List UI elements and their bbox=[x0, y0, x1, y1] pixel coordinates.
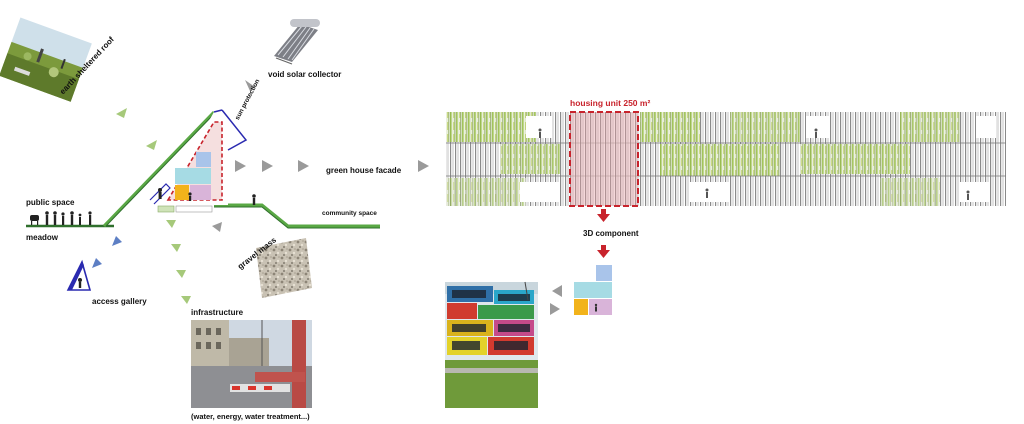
infrastructure-photo bbox=[191, 320, 312, 408]
container-building-photo bbox=[445, 282, 538, 408]
infrastructure-label: infrastructure bbox=[191, 308, 243, 317]
blue-arrows bbox=[92, 236, 122, 268]
earth-roof-photo bbox=[0, 17, 92, 101]
access-gallery-label: access gallery bbox=[92, 297, 147, 306]
housing-unit-label: housing unit 250 m² bbox=[570, 98, 650, 108]
solar-collector-photo bbox=[268, 18, 320, 64]
access-gallery-icon bbox=[68, 262, 90, 290]
meadow-label: meadow bbox=[26, 233, 58, 242]
community-space-label: community space bbox=[322, 210, 377, 217]
solar-collector-label: void solar collector bbox=[268, 70, 341, 79]
public-space-label: public space bbox=[26, 198, 74, 207]
people-figures bbox=[30, 211, 92, 225]
3d-component bbox=[574, 265, 612, 315]
component-label: 3D component bbox=[583, 229, 639, 238]
facade-elevation bbox=[446, 112, 1006, 206]
infrastructure-note: (water, energy, water treatment...) bbox=[191, 412, 310, 421]
greenhouse-facade-label: green house facade bbox=[326, 166, 401, 175]
